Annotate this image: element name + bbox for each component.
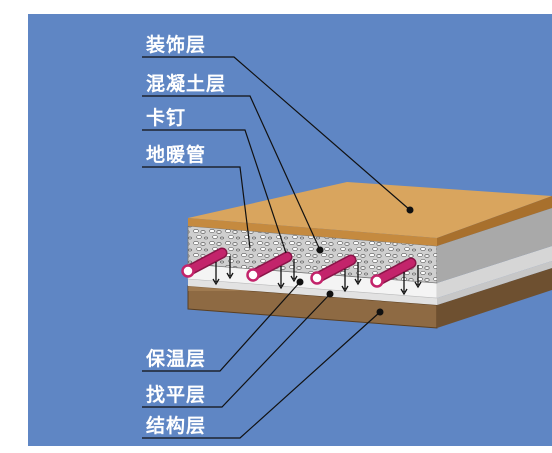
leader-dots	[296, 206, 414, 316]
label-concrete-layer: 混凝土层	[146, 72, 226, 95]
label-decoration-layer: 装饰层	[145, 33, 206, 56]
leveling-layer-front	[188, 279, 437, 305]
label-heating-pipe: 地暖管	[146, 143, 206, 166]
label-insulation-layer: 保温层	[145, 347, 206, 370]
label-structure-layer: 结构层	[146, 414, 206, 437]
leveling-layer-side	[437, 261, 552, 305]
heating-pipe-3	[310, 254, 357, 285]
insulation-layer-side	[437, 246, 552, 298]
heating-pipes	[181, 247, 417, 288]
heating-pipe-2	[246, 251, 293, 282]
heating-pipe-1	[181, 247, 228, 278]
clips	[212, 256, 422, 296]
decoration-layer-side	[437, 196, 552, 246]
label-leveling-layer: 找平层	[146, 384, 206, 406]
heating-pipe-4	[370, 257, 417, 288]
concrete-layer-side	[437, 208, 552, 283]
decoration-layer-top	[188, 182, 552, 238]
leader-lines	[142, 56, 411, 439]
decoration-layer-front	[188, 218, 437, 246]
structure-layer-side	[437, 268, 552, 328]
label-clip: 卡钉	[146, 106, 186, 129]
